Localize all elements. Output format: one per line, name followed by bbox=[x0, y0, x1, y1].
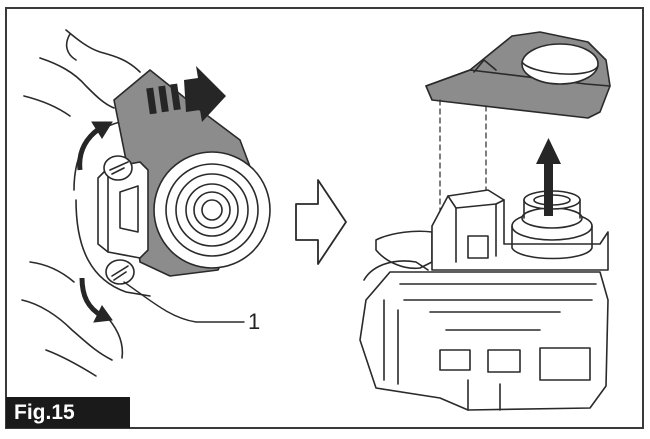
figure-label: Fig.15 bbox=[6, 397, 130, 428]
machine-body bbox=[360, 190, 608, 410]
right-illustration bbox=[360, 32, 610, 410]
release-lever bbox=[106, 260, 134, 284]
left-illustration bbox=[22, 30, 270, 376]
removed-cover bbox=[426, 32, 610, 118]
next-step-arrow-icon bbox=[296, 180, 346, 264]
callout-number: 1 bbox=[248, 309, 260, 335]
rotate-arrow-icon bbox=[80, 122, 112, 322]
clamp-plate-inner bbox=[120, 186, 138, 232]
upper-release-lever bbox=[104, 156, 132, 180]
callout-leader-line bbox=[124, 282, 244, 322]
